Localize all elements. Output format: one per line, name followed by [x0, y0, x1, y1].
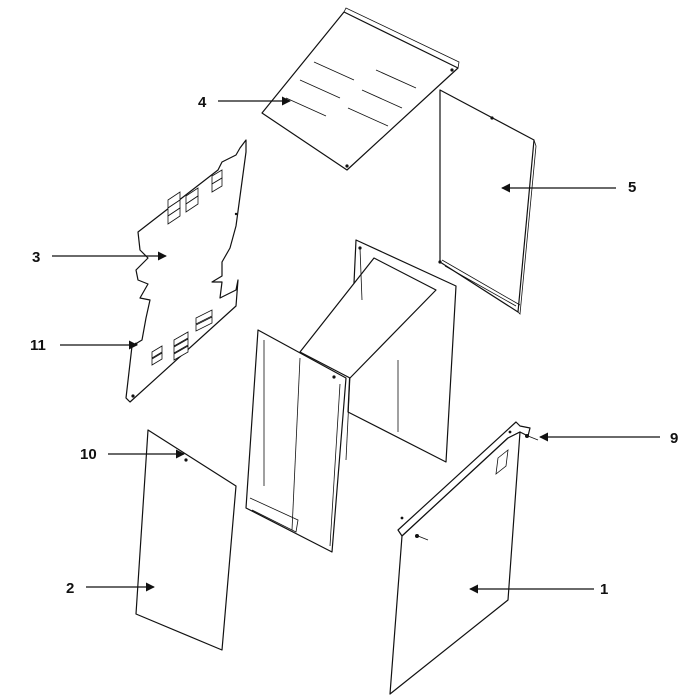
callout-4: 4 [198, 94, 207, 111]
callout-10: 10 [80, 446, 97, 463]
callout-3: 3 [32, 249, 40, 266]
front-panel [389, 421, 531, 695]
vent-slots-lower [151, 309, 213, 366]
rear-panel [125, 139, 247, 403]
left-side-panel [135, 429, 237, 651]
screws [415, 434, 539, 541]
callout-9: 9 [670, 430, 678, 447]
top-panel [261, 7, 460, 171]
callout-1: 1 [600, 581, 608, 598]
right-side-panel [438, 89, 537, 315]
central-frame [245, 239, 457, 553]
callout-5: 5 [628, 179, 636, 196]
callout-11: 11 [30, 337, 46, 354]
vent-slots-upper [167, 169, 223, 225]
callout-2: 2 [66, 580, 74, 597]
